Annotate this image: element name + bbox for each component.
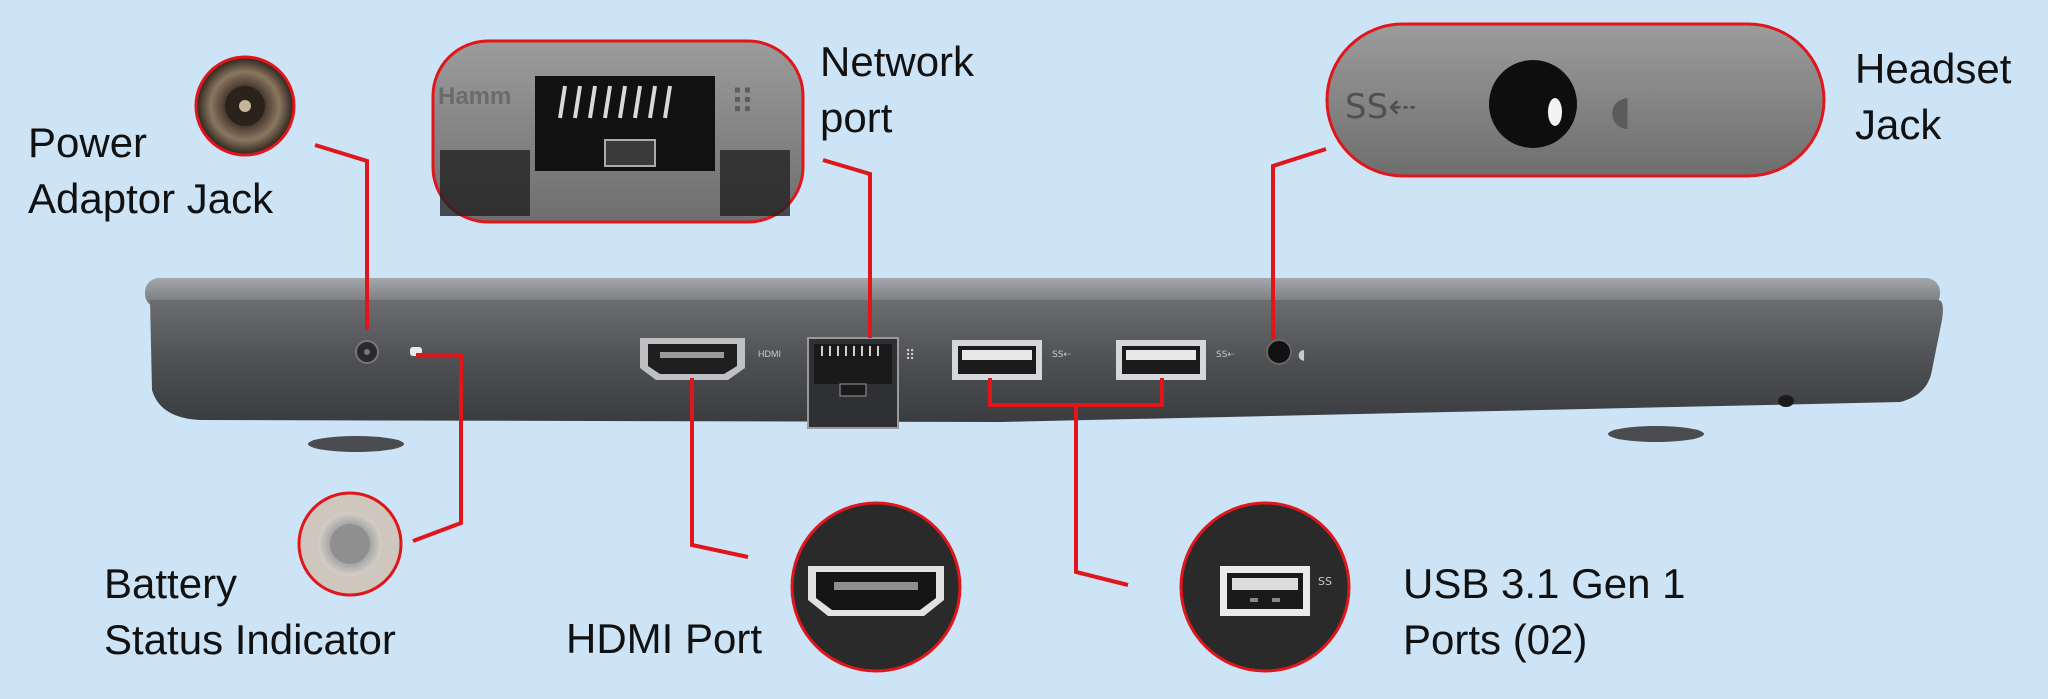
leader-power-jack [314,143,369,330]
label-line: Jack [1855,101,1942,148]
laptop-body [150,300,1943,422]
usb-1-marking: SS⇠ [1052,350,1071,360]
label-headset-jack: Headset Jack [1855,41,2011,153]
label-line: USB 3.1 Gen 1 [1403,560,1686,607]
label-line: Ports (02) [1403,616,1588,663]
zoom-network-port: Hamm ⠿ [431,39,805,224]
laptop-side-view: HDMI ⠿ SS⇠ SS⇠ ◖ [145,278,1943,452]
svg-text:◖: ◖ [1610,88,1631,134]
label-battery-status-indicator: Battery Status Indicator [104,556,396,668]
label-line: Adaptor Jack [28,175,274,222]
label-line: Network [820,38,975,85]
label-line: Battery [104,560,238,607]
svg-text:Hamm: Hamm [438,83,511,110]
network-symbol-icon-zoom: ⠿ [730,83,755,123]
laptop-foot-left [308,436,404,452]
ethernet-port-icon [807,337,899,429]
leader-lines [314,143,1327,587]
label-hdmi-port: HDMI Port [566,611,762,667]
zoom-hdmi-port [790,501,962,673]
leader-network [822,158,872,338]
leader-battery-led [412,353,463,543]
leader-usb [1074,405,1129,587]
svg-text:SS: SS [1318,575,1332,588]
headset-jack-icon [1266,339,1292,365]
label-network-port: Network port [820,34,974,146]
usb-2-marking: SS⇠ [1216,350,1235,360]
label-usb-ports: USB 3.1 Gen 1 Ports (02) [1403,556,1686,668]
zoom-battery-status-indicator [297,491,403,597]
label-line: Headset [1855,45,2012,92]
laptop-foot-right [1608,426,1704,442]
leader-headset [1271,147,1327,340]
label-line: HDMI Port [566,615,763,662]
label-power-adaptor-jack: Power Adaptor Jack [28,115,273,227]
usb-port-1-icon [952,340,1042,380]
hdmi-port-icon [640,338,745,380]
network-symbol-icon: ⠿ [905,348,915,364]
zoom-usb-port: SS [1179,501,1351,673]
security-slot-icon [1778,395,1794,407]
zoom-power-adaptor-jack [194,55,296,157]
label-line: Status Indicator [104,616,396,663]
zoom-headset-jack: SS⇠ ◖ [1325,22,1826,178]
label-line: port [820,94,893,141]
usb-port-2-icon [1116,340,1206,380]
label-line: Power [28,119,148,166]
headset-symbol-icon: ◖ [1298,347,1305,363]
hdmi-marking: HDMI [758,349,781,359]
leader-hdmi [690,378,749,559]
svg-text:SS⇠: SS⇠ [1345,87,1417,127]
